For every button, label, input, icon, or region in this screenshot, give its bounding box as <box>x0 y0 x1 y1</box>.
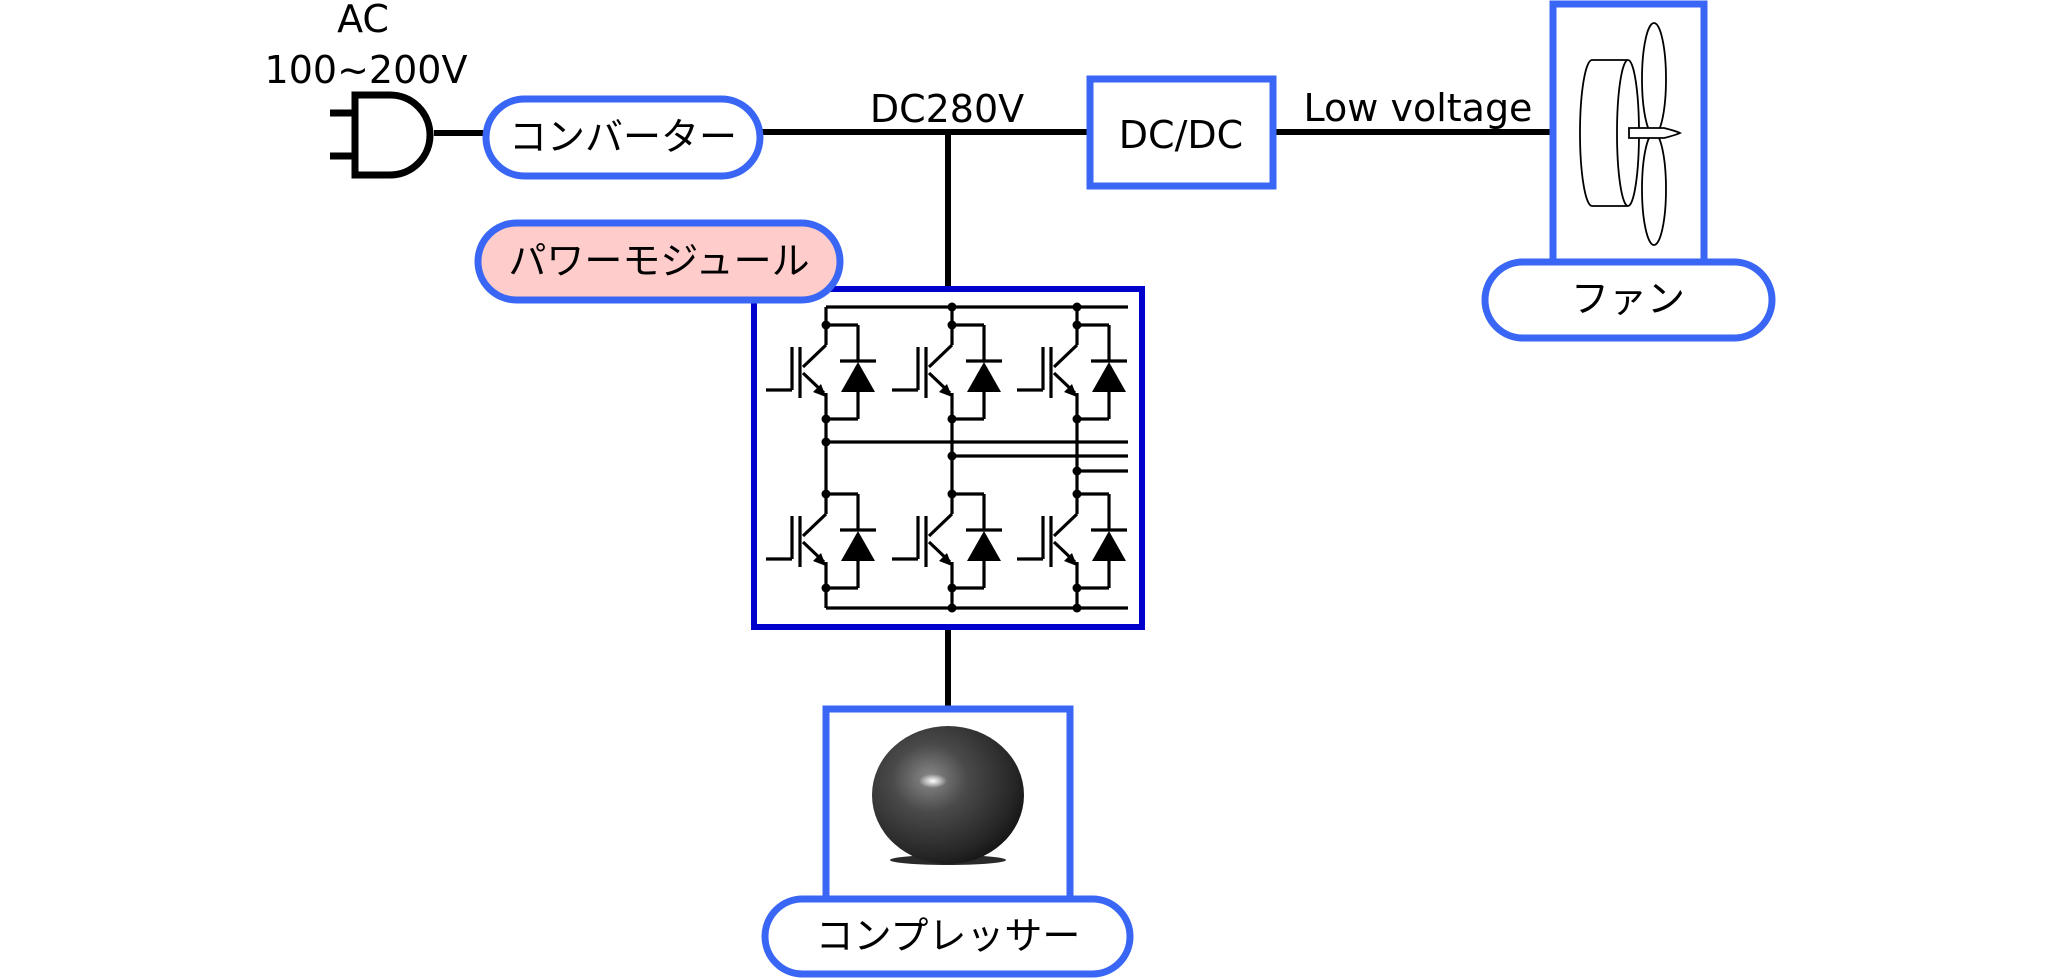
compressor-block[interactable] <box>822 705 1074 903</box>
diode-triangle <box>841 531 875 561</box>
circuit-wire <box>1052 343 1079 369</box>
emitter-arrow <box>939 553 952 566</box>
circuit-node <box>1072 489 1082 499</box>
compressor-label: コンプレッサー <box>816 914 1081 958</box>
fan-label: ファン <box>1571 277 1685 321</box>
circuit-wire <box>927 512 954 538</box>
converter-label: コンバーター <box>509 115 737 159</box>
circuit-node <box>1072 603 1082 613</box>
fan-label-block: ファン <box>1481 258 1776 342</box>
emitter-arrow <box>939 384 952 397</box>
circuit-node <box>947 603 957 613</box>
circuit-node <box>821 437 831 447</box>
circuit-node <box>1072 302 1082 312</box>
dcdc-block[interactable]: DC/DC <box>1086 75 1277 190</box>
low-voltage-label: Low voltage <box>1304 86 1533 130</box>
circuit-node <box>947 489 957 499</box>
fan-icon <box>1579 22 1683 246</box>
circuit-node <box>947 302 957 312</box>
diode-triangle <box>967 531 1001 561</box>
circuit-wire <box>801 512 828 538</box>
emitter-arrow <box>813 553 826 566</box>
dc-bus-voltage-label: DC280V <box>870 87 1024 131</box>
circuit-node <box>947 320 957 330</box>
ac-voltage-label: 100~200V <box>265 48 468 92</box>
circuit-wire <box>927 343 954 369</box>
circuit-node <box>1072 466 1082 476</box>
power-plug-icon <box>330 91 434 179</box>
circuit-wire <box>1052 512 1079 538</box>
circuit-node <box>1072 320 1082 330</box>
diode-triangle <box>1092 531 1126 561</box>
power-module-label-block: パワーモジュール <box>474 219 844 304</box>
dcdc-label: DC/DC <box>1119 113 1243 157</box>
circuit-node <box>821 489 831 499</box>
compressor-label-block: コンプレッサー <box>761 895 1134 978</box>
compressor-icon <box>872 726 1024 865</box>
diode-triangle <box>1092 362 1126 392</box>
fan-block[interactable] <box>1549 0 1708 266</box>
ac-label: AC <box>337 0 389 41</box>
diode-triangle <box>841 362 875 392</box>
circuit-node <box>821 320 831 330</box>
emitter-arrow <box>1064 553 1077 566</box>
diode-triangle <box>967 362 1001 392</box>
circuit-node <box>947 451 957 461</box>
igbt-inverter-bridge-icon <box>766 302 1128 613</box>
converter-block[interactable]: コンバーター <box>482 95 764 180</box>
circuit-wire <box>801 343 828 369</box>
power-module-block[interactable] <box>751 286 1145 630</box>
emitter-arrow <box>813 384 826 397</box>
emitter-arrow <box>1064 384 1077 397</box>
power-module-label: パワーモジュール <box>508 239 809 283</box>
